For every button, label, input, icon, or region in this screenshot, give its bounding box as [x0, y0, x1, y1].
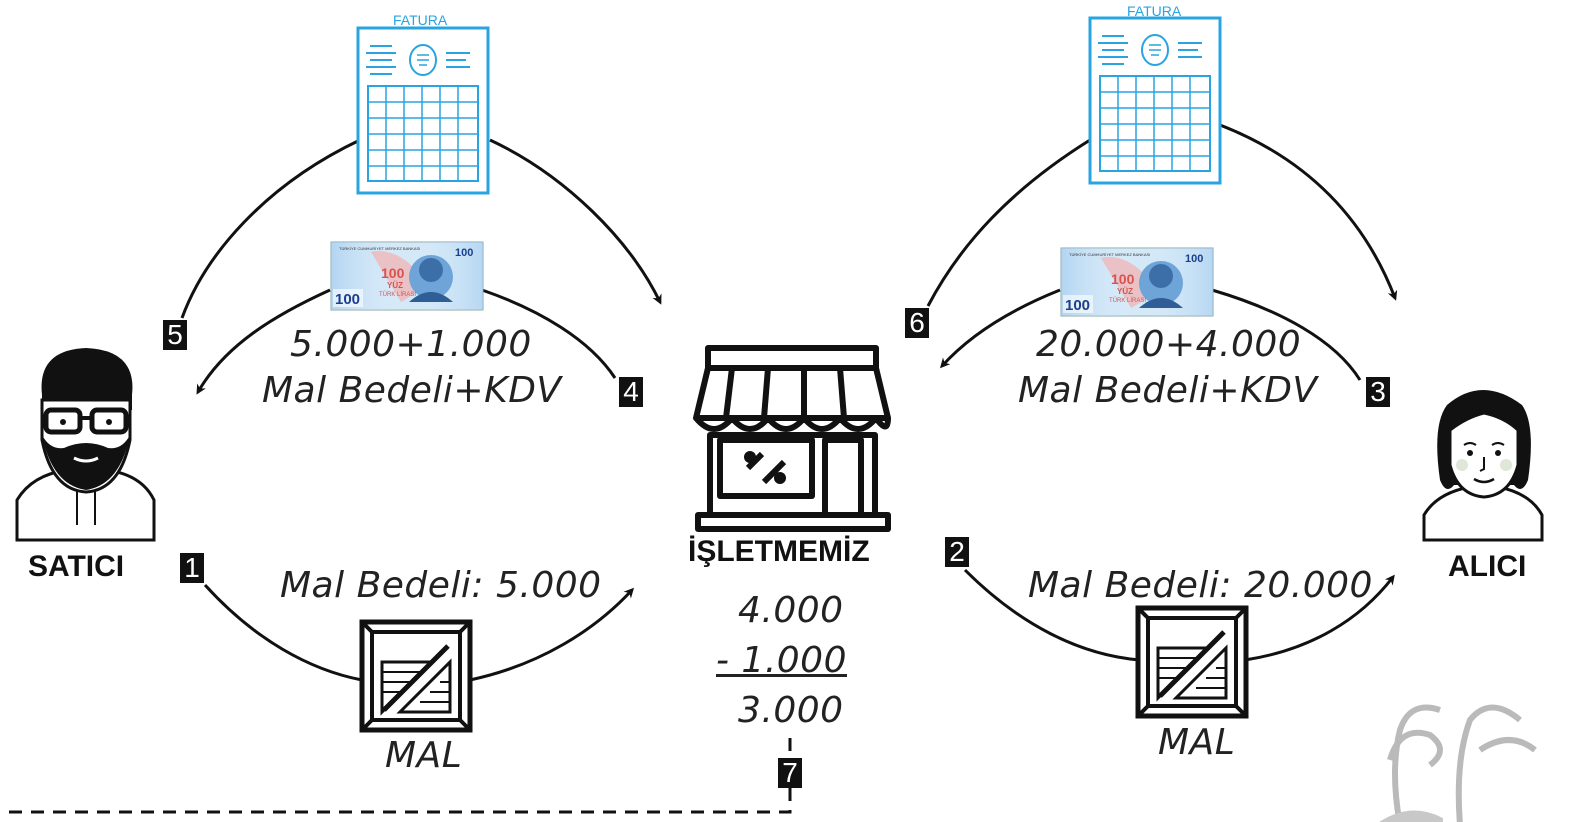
crate-icon-left: [362, 622, 470, 730]
calc-line-1: 4.000: [738, 590, 844, 631]
arrow-invoice-to-business-right: [926, 138, 1091, 307]
arrow-payment-to-seller: [196, 288, 331, 395]
arrow-goods-to-buyer: [1244, 574, 1395, 662]
arrow-goods-from-seller: [203, 583, 363, 682]
arrow-payment-from-buyer: [1211, 288, 1362, 381]
banknote-icon-right: [1060, 247, 1214, 317]
buyer-label: ALICI: [1448, 550, 1527, 583]
seller-label: SATICI: [28, 550, 125, 583]
business-label: İŞLETMEMİZ: [688, 535, 870, 568]
arrow-goods-to-business: [469, 587, 635, 682]
calc-result: 3.000: [738, 690, 844, 731]
store-icon: [693, 345, 891, 532]
buyer-avatar-icon: [1422, 390, 1544, 542]
left-payment-desc: Mal Bedeli+KDV: [262, 370, 562, 411]
arrow-invoice-to-business: [489, 138, 662, 305]
right-goods-label: MAL: [1158, 722, 1236, 763]
step-badge-5: 5: [163, 320, 187, 350]
invoice-icon-left: [356, 26, 490, 195]
invoice-title-left: FATURA: [393, 12, 448, 28]
banknote-icon-left: [330, 241, 484, 311]
arrow-payment-to-business: [939, 288, 1061, 369]
step-badge-7: 7: [778, 758, 802, 788]
right-payment-amount: 20.000+4.000: [1036, 324, 1302, 365]
invoice-icon-right: [1088, 16, 1222, 185]
step-badge-2: 2: [945, 537, 969, 567]
arrow-payment-from-business: [481, 288, 617, 379]
arrow-invoice-to-buyer: [1219, 123, 1398, 301]
seller-avatar-icon: [15, 348, 156, 542]
crate-icon-right: [1138, 608, 1246, 716]
flow-arrows: [180, 123, 1398, 682]
step-badge-4: 4: [619, 377, 643, 407]
step-badge-1: 1: [180, 553, 204, 583]
arrow-goods-from-business: [963, 568, 1141, 662]
step-badge-3: 3: [1366, 377, 1390, 407]
invoice-title-right: FATURA: [1127, 3, 1182, 19]
right-goods-value: Mal Bedeli: 20.000: [1028, 565, 1373, 606]
left-goods-value: Mal Bedeli: 5.000: [280, 565, 602, 606]
left-goods-label: MAL: [385, 735, 463, 776]
right-payment-desc: Mal Bedeli+KDV: [1018, 370, 1318, 411]
logo-watermark: [1379, 704, 1537, 822]
step-badge-6: 6: [905, 308, 929, 338]
arrow-invoice-to-seller: [180, 138, 361, 319]
left-payment-amount: 5.000+1.000: [290, 324, 532, 365]
calc-line-2: - 1.000: [716, 640, 847, 681]
dashed-line-to-tax-office: [0, 738, 792, 814]
